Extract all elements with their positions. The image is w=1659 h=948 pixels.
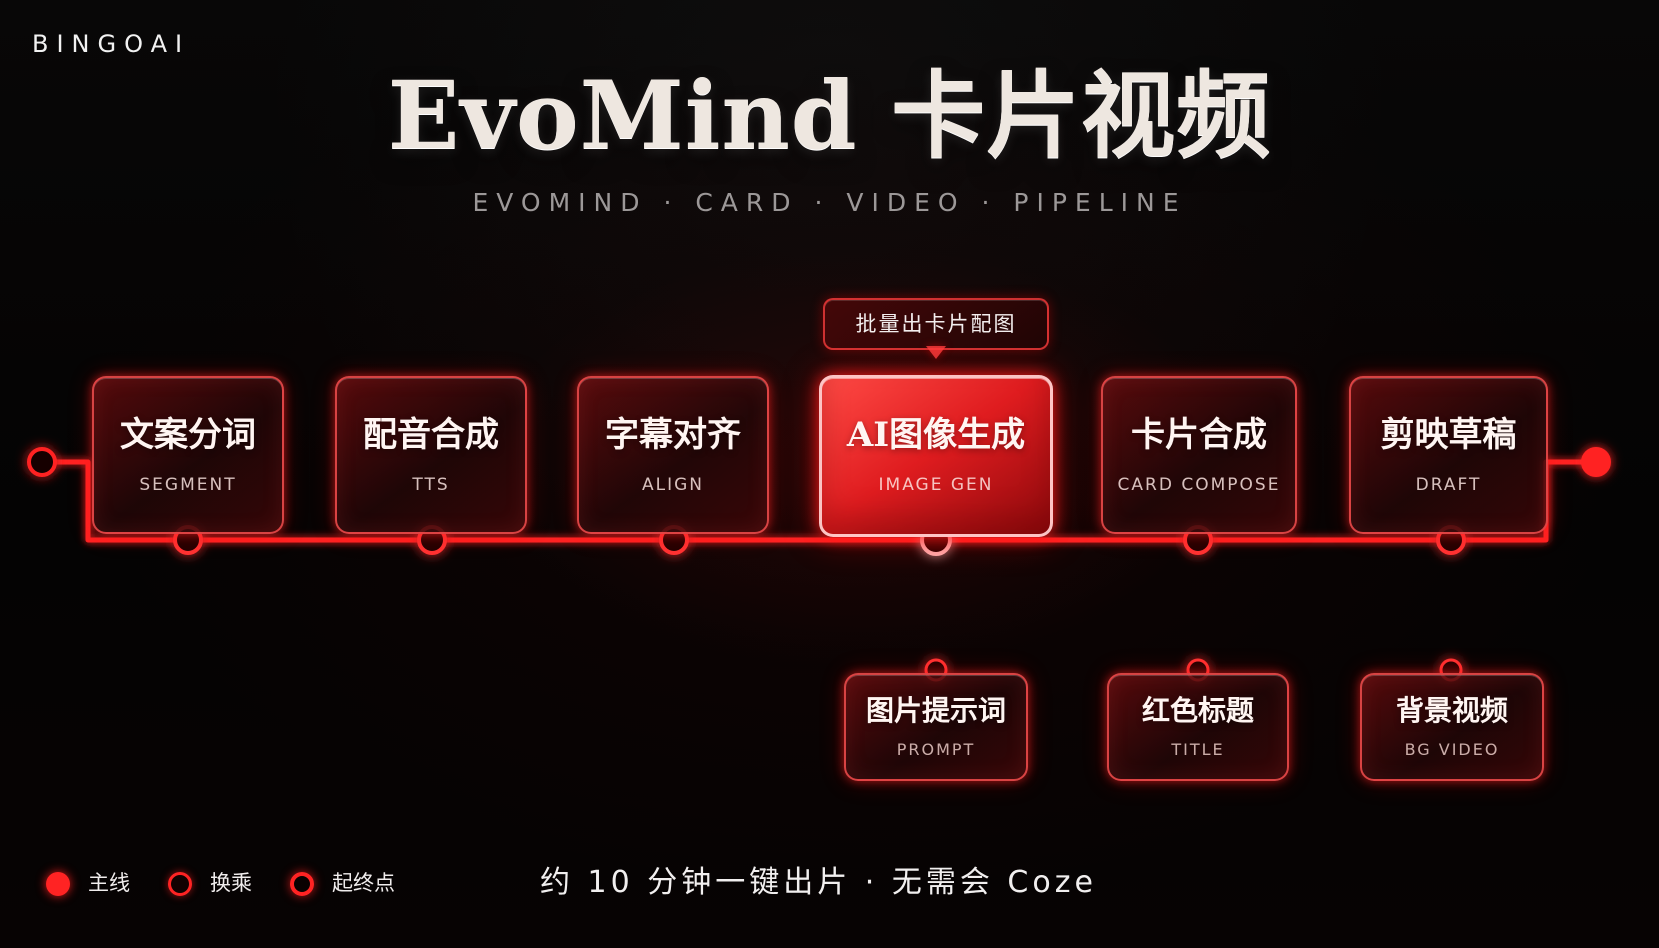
start-terminal-circle (27, 447, 57, 477)
node-segment-title: 文案分词 (120, 415, 256, 455)
subnode-title-title: 红色标题 (1141, 694, 1254, 727)
node-image-gen: AI图像生成 IMAGE GEN (819, 375, 1053, 537)
subnode-prompt-title: 图片提示词 (865, 694, 1006, 727)
legend: 主线 换乘 起终点 (46, 864, 466, 902)
transfer-circle-icon (168, 872, 192, 896)
page-title: EvoMind 卡片视频 (387, 61, 1272, 171)
node-card-compose-title: 卡片合成 (1131, 415, 1267, 455)
subnode-title: 红色标题 TITLE (1107, 673, 1289, 781)
node-segment-subtitle: SEGMENT (139, 475, 237, 495)
node-align: 字幕对齐 ALIGN (577, 376, 769, 534)
node-tts-title: 配音合成 (363, 415, 499, 455)
node-tts: 配音合成 TTS (335, 376, 527, 534)
end-terminal-circle (1581, 447, 1611, 477)
subnode-bg-video-title: 背景视频 (1395, 694, 1508, 727)
subnode-prompt: 图片提示词 PROMPT (844, 673, 1028, 781)
callout-pointer (926, 346, 946, 359)
main-line-icon (46, 872, 70, 896)
legend-main-label: 主线 (88, 871, 130, 895)
subnode-bg-video-subtitle: BG VIDEO (1404, 740, 1500, 759)
main-route-line (42, 459, 1596, 543)
node-tts-subtitle: TTS (412, 475, 450, 495)
legend-transfer-label: 换乘 (210, 871, 252, 895)
subnode-title-subtitle: TITLE (1171, 740, 1225, 759)
terminal-circle-icon (290, 872, 314, 896)
subnode-bg-video: 背景视频 BG VIDEO (1360, 673, 1544, 781)
node-draft: 剪映草稿 DRAFT (1349, 376, 1548, 534)
node-image-gen-title: AI图像生成 (846, 415, 1026, 455)
node-align-title: 字幕对齐 (605, 415, 741, 455)
node-draft-title: 剪映草稿 (1380, 415, 1517, 455)
node-align-subtitle: ALIGN (641, 475, 704, 495)
legend-terminal-label: 起终点 (332, 871, 395, 895)
footer-caption: 约 10 分钟一键出片 · 无需会 Coze (540, 865, 1097, 900)
subnode-prompt-subtitle: PROMPT (896, 740, 976, 759)
node-segment: 文案分词 SEGMENT (92, 376, 284, 534)
node-card-compose: 卡片合成 CARD COMPOSE (1101, 376, 1297, 534)
node-card-compose-subtitle: CARD COMPOSE (1117, 475, 1281, 495)
brand-logo-text: BINGOAI (32, 30, 191, 58)
page-subtitle: EVOMIND · CARD · VIDEO · PIPELINE (472, 188, 1187, 217)
node-draft-subtitle: DRAFT (1415, 475, 1482, 495)
node-image-gen-subtitle: IMAGE GEN (878, 475, 994, 495)
image-gen-callout: 批量出卡片配图 (823, 298, 1049, 350)
